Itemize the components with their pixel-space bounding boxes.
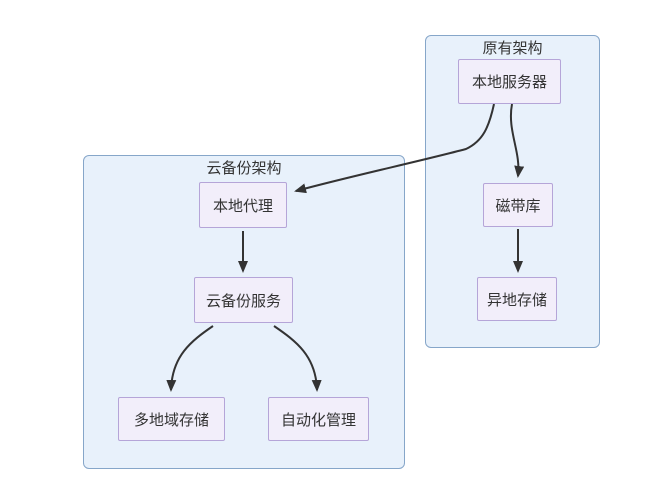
container-title-cloud-backup-architecture: 云备份架构	[206, 160, 282, 177]
node-multi-region-storage: 多地域存储	[118, 397, 225, 441]
edge-local-server-to-tape-library	[509, 103, 525, 178]
node-tape-library: 磁带库	[483, 183, 553, 227]
container-title-original-architecture: 原有架构	[482, 40, 543, 57]
node-cloud-backup-service: 云备份服务	[194, 277, 293, 323]
node-automation-management: 自动化管理	[268, 397, 369, 441]
edge-local-server-to-local-agent	[294, 103, 495, 194]
node-local-agent: 本地代理	[199, 182, 287, 228]
edge-cloud-backup-service-to-automation-management	[273, 325, 322, 392]
node-local-server: 本地服务器	[458, 59, 561, 104]
node-offsite-storage: 异地存储	[477, 277, 557, 321]
edge-cloud-backup-service-to-multi-region-storage	[166, 325, 214, 392]
